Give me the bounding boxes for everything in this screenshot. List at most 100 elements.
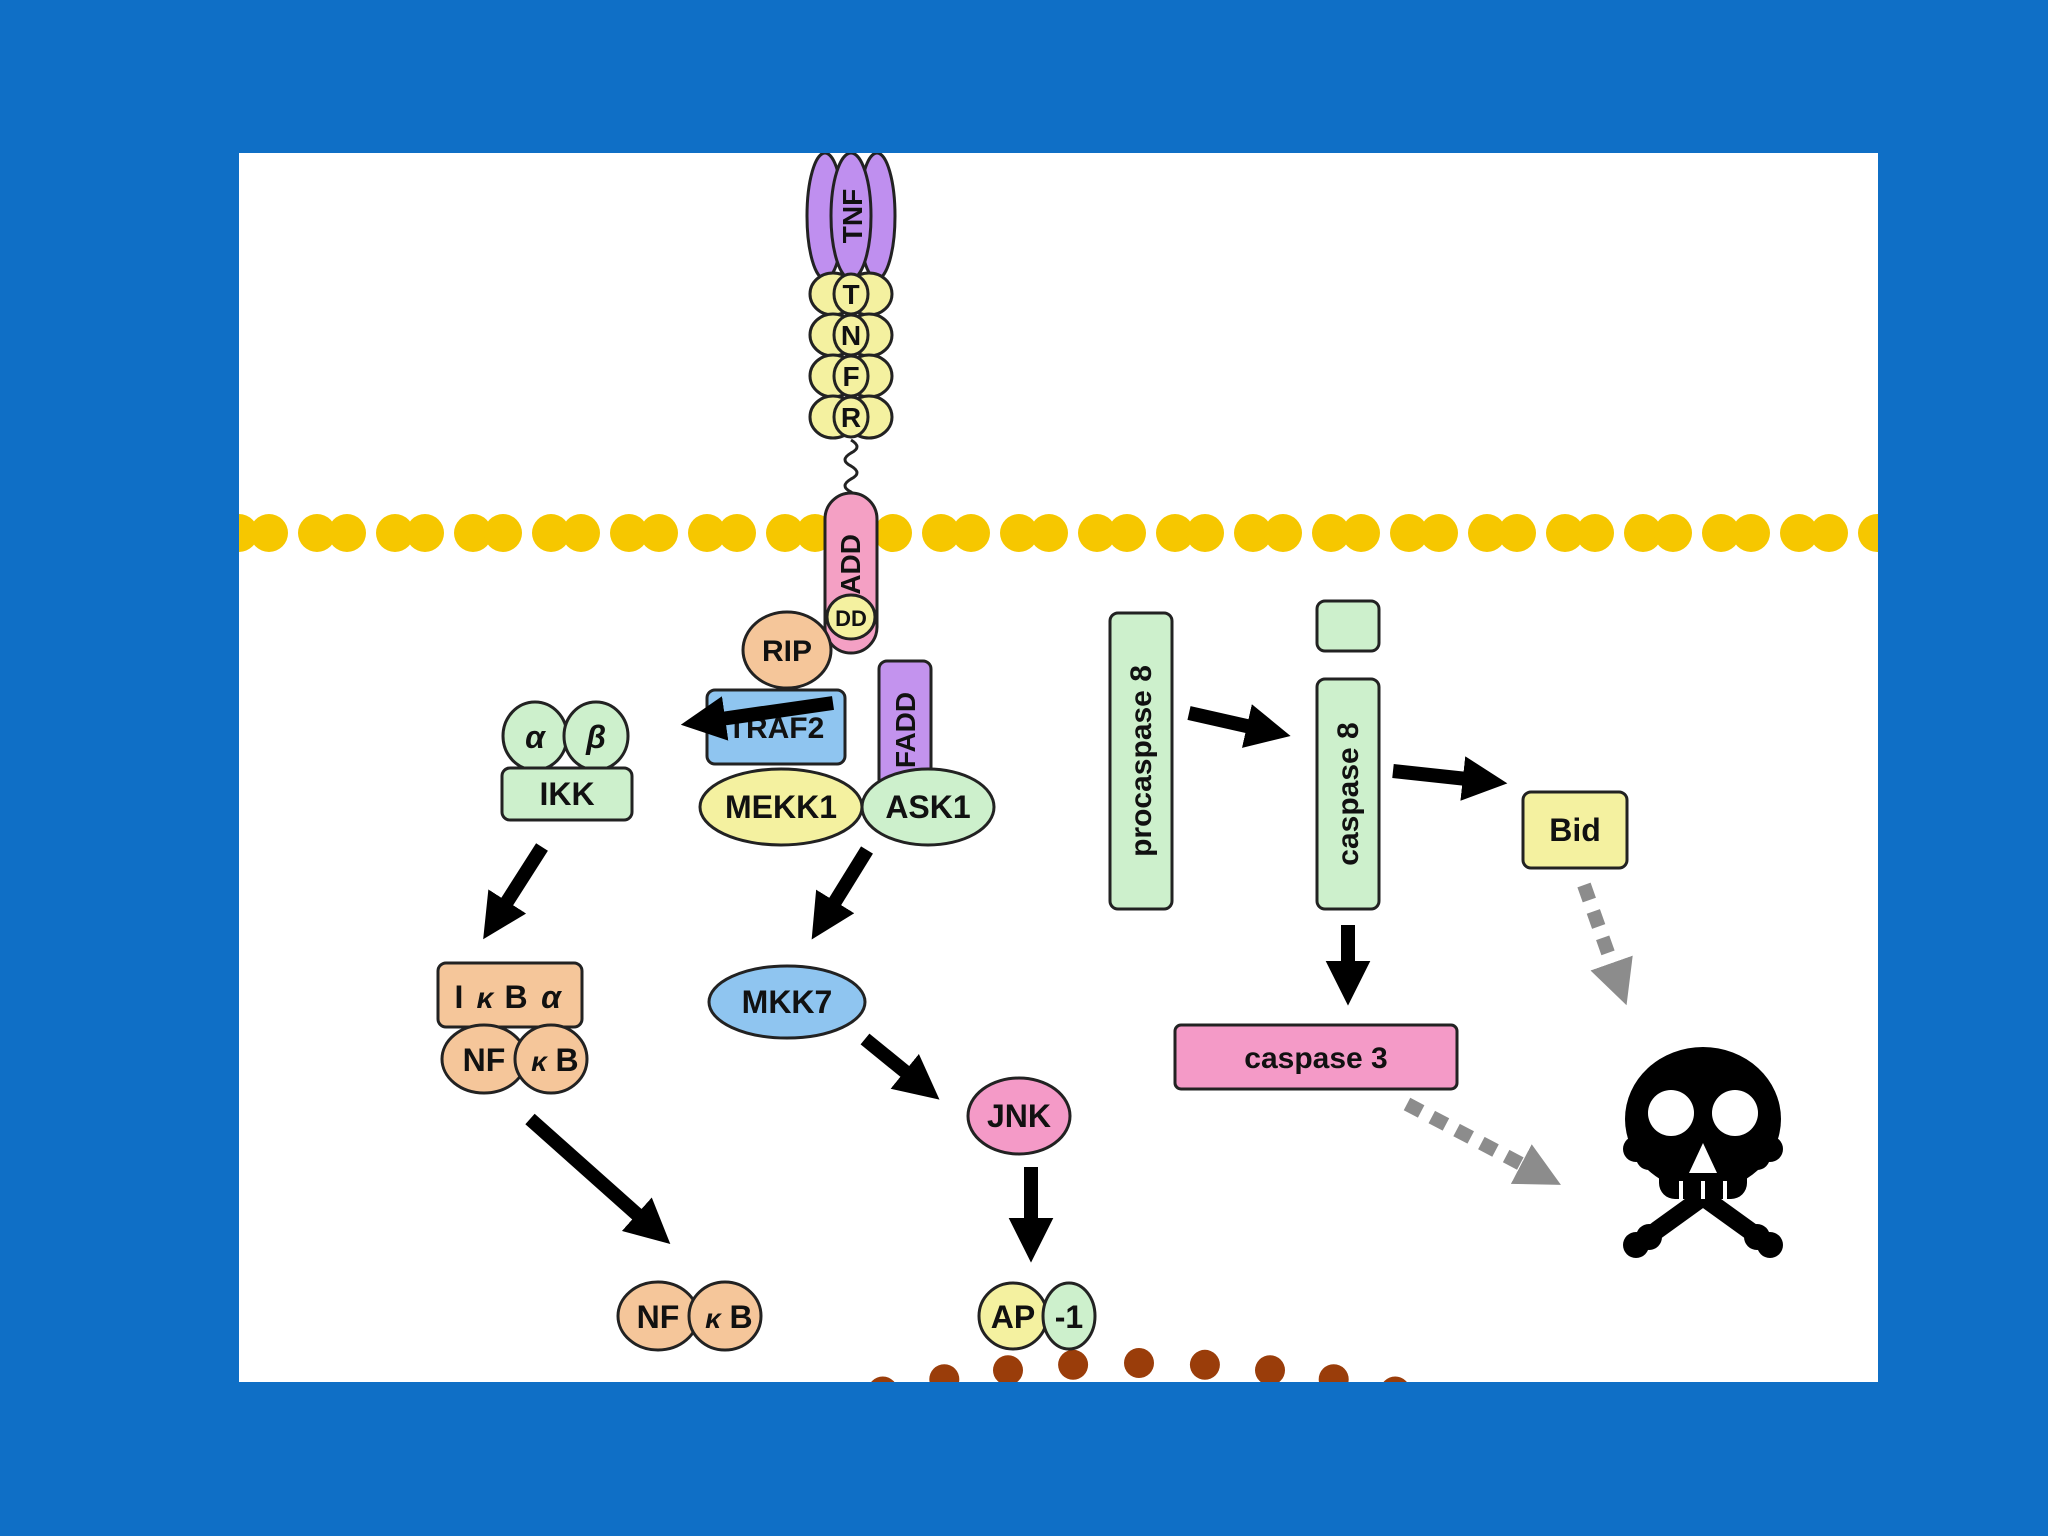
lipid-head xyxy=(1468,514,1506,552)
tnf-label: TNF xyxy=(837,189,868,243)
caspase3-box xyxy=(1173,1023,1459,1091)
lipid-head xyxy=(1654,514,1692,552)
bid-label: Bid xyxy=(1549,812,1601,848)
lipid-head xyxy=(376,514,414,552)
lipid-head xyxy=(406,514,444,552)
lipid-head xyxy=(1810,514,1848,552)
death-arrows xyxy=(1403,882,1633,1185)
tnfr-receptor xyxy=(808,271,894,440)
procaspase8-label: procaspase 8 xyxy=(1125,665,1158,857)
nucleus-b-label: B xyxy=(729,1299,752,1335)
arrow-procaspase8-to-caspase8 xyxy=(1187,704,1291,748)
jnk-label: JNK xyxy=(987,1098,1051,1134)
ap1-node xyxy=(1041,1281,1097,1351)
rip-node xyxy=(741,610,833,690)
arrow-mkk7-to-jnk xyxy=(860,1033,940,1100)
arrow-traf2-to-ikk xyxy=(680,696,834,741)
kb-b-label: B xyxy=(555,1042,578,1078)
lipid-head xyxy=(562,514,600,552)
nuclear-membrane-dot xyxy=(1383,1376,1407,1382)
nuclear-membrane-dot xyxy=(1189,1349,1220,1380)
ikk-label: IKK xyxy=(539,776,594,812)
ap1-label: -1 xyxy=(1055,1299,1083,1335)
tnfr-r-label: R xyxy=(841,402,861,433)
lipid-head xyxy=(328,514,366,552)
kb-k-label: κ xyxy=(531,1046,548,1077)
tnfr-n-label: N xyxy=(841,320,861,351)
caspase8-label: caspase 8 xyxy=(1332,722,1365,865)
nuclear-membrane-dot xyxy=(1318,1364,1349,1382)
lipid-head xyxy=(1156,514,1194,552)
ask1-label: ASK1 xyxy=(885,789,970,825)
mkk7-label: MKK7 xyxy=(742,984,833,1020)
lipid-head xyxy=(484,514,522,552)
nucleus-nf-label: NF xyxy=(637,1299,680,1335)
ikba-i-label: I xyxy=(455,979,464,1015)
lipid-head xyxy=(1420,514,1458,552)
ap-label: AP xyxy=(991,1299,1035,1335)
nuclear-membrane-dot xyxy=(871,1376,895,1382)
lipid-head xyxy=(952,514,990,552)
lipid-head xyxy=(454,514,492,552)
nuclear-membrane-dot xyxy=(993,1355,1023,1382)
ikk-beta-label: β xyxy=(585,719,606,755)
ikk-box xyxy=(500,766,634,822)
ask1-node xyxy=(860,767,996,847)
skull-and-crossbones-icon xyxy=(1623,1047,1783,1258)
nuclear-membrane-dot xyxy=(1058,1349,1089,1380)
lipid-head xyxy=(1858,514,1878,552)
lipid-head xyxy=(922,514,960,552)
fadd-label: FADD xyxy=(890,692,921,768)
lipid-head xyxy=(1264,514,1302,552)
plasma-membrane xyxy=(239,514,1878,552)
lipid-head xyxy=(1312,514,1350,552)
lipid-head xyxy=(1078,514,1116,552)
procaspase8-protein-box xyxy=(1108,611,1174,911)
nucleus-k-label: κ xyxy=(705,1303,722,1334)
mkk7-node xyxy=(707,964,867,1040)
lipid-head xyxy=(766,514,804,552)
arrow-mekk1-to-mkk7 xyxy=(811,846,873,940)
lipid-head xyxy=(1108,514,1146,552)
tnf-signaling-diagram: TNF T N F R TRADD xyxy=(239,153,1878,1382)
caspase3-label: caspase 3 xyxy=(1244,1042,1387,1075)
diagram-panel: TNF T N F R TRADD xyxy=(239,153,1878,1382)
tnfr-t-label: T xyxy=(842,279,859,310)
arrow-ikba-to-nucleus xyxy=(525,1113,671,1245)
nuclear-membrane xyxy=(871,1348,1407,1382)
lipid-head xyxy=(1702,514,1740,552)
lipid-head xyxy=(532,514,570,552)
nuclear-membrane-dot xyxy=(929,1364,960,1382)
lipid-head xyxy=(718,514,756,552)
lipid-head xyxy=(250,514,288,552)
jnk-node xyxy=(966,1076,1072,1156)
caspase8-small-subunit xyxy=(1315,599,1381,653)
lipid-head xyxy=(1624,514,1662,552)
death-domain-disk xyxy=(825,593,877,641)
ikba-box xyxy=(436,961,584,1029)
bid-box xyxy=(1521,790,1629,870)
lipid-head xyxy=(610,514,648,552)
lipid-head xyxy=(298,514,336,552)
lipid-head xyxy=(1732,514,1770,552)
ikba-b-label: B xyxy=(504,979,527,1015)
tnf-ligand xyxy=(805,153,897,281)
lipid-head xyxy=(1390,514,1428,552)
arrow-caspase3-to-death xyxy=(1403,1097,1561,1185)
ikk-alpha-label: α xyxy=(525,719,546,755)
lipid-head xyxy=(1000,514,1038,552)
nuclear-membrane-dot xyxy=(1124,1348,1154,1378)
nf-label: NF xyxy=(463,1042,506,1078)
arrow-ikk-to-ikba xyxy=(483,843,548,940)
nuclear-membrane-dot xyxy=(1255,1355,1285,1382)
lipid-head xyxy=(1780,514,1818,552)
arrow-caspase8-to-bid xyxy=(1392,756,1508,801)
lipid-head xyxy=(640,514,678,552)
nucleus-kb-node xyxy=(687,1280,763,1352)
signal-arrows xyxy=(483,696,1508,1263)
lipid-head xyxy=(1546,514,1584,552)
caspase8-box xyxy=(1315,677,1381,911)
ikba-a-label: α xyxy=(541,979,562,1015)
lipid-head xyxy=(1234,514,1272,552)
lipid-head xyxy=(1186,514,1224,552)
